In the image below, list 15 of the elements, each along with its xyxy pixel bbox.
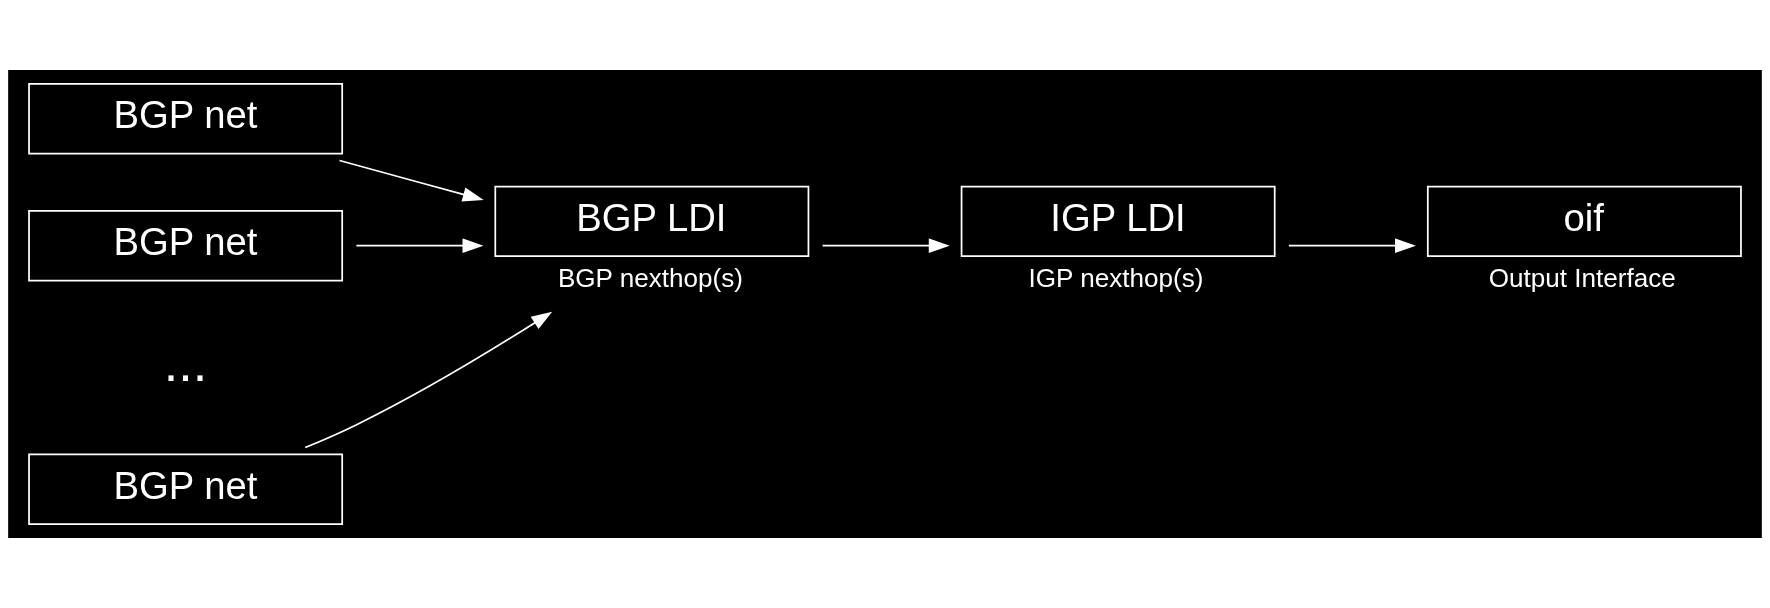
node-box: BGP net [28, 83, 344, 155]
arrow [338, 159, 484, 202]
node-label: BGP nexthop(s) [557, 263, 743, 294]
arrow [304, 311, 553, 449]
label: ... [163, 333, 208, 392]
arrow [821, 238, 950, 254]
node-box: IGP LDI [960, 185, 1276, 258]
node-box: BGP net [28, 210, 344, 282]
node-box: oif [1426, 185, 1742, 258]
arrow [1288, 238, 1416, 254]
node-box: BGP LDI [494, 185, 810, 258]
node-label: IGP nexthop(s) [1028, 263, 1204, 294]
arrow [355, 238, 484, 254]
node-label: Output Interface [1488, 263, 1676, 294]
node-box: BGP net [28, 453, 344, 525]
